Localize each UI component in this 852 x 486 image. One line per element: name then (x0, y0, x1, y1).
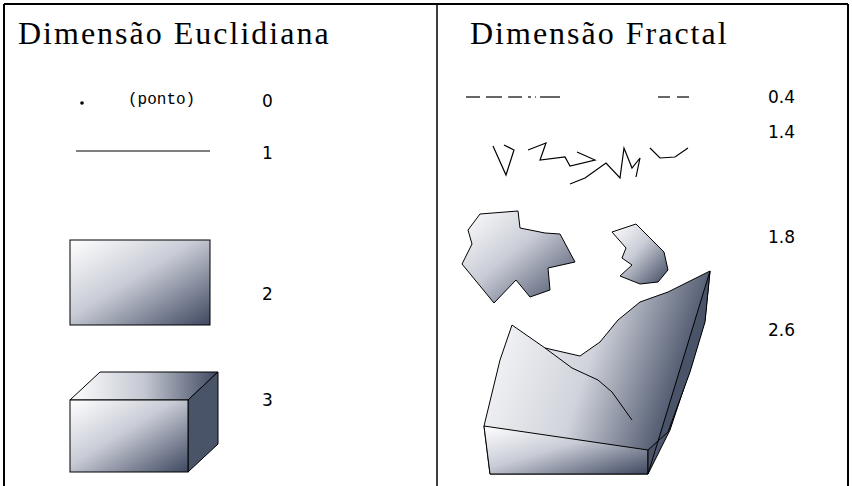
column-heading: Dimensão Euclidiana (18, 16, 331, 51)
dimension-value: 1.4 (768, 123, 795, 142)
frame-line (3, 4, 5, 486)
line-figure (76, 150, 210, 151)
dimension-value: 2.6 (768, 321, 795, 340)
divider-line (436, 4, 438, 486)
column-heading: Dimensão Fractal (470, 16, 729, 51)
dimension-value: 3 (262, 391, 273, 410)
dimension-value: 0.4 (768, 88, 795, 107)
zigzag-figure (493, 143, 688, 184)
dimension-value: 1.8 (768, 228, 795, 247)
cube-figure (70, 372, 218, 472)
dimension-value: 0 (262, 92, 273, 111)
dust-figure (466, 96, 689, 97)
frame-line (4, 3, 848, 5)
dimension-value: 1 (262, 144, 273, 163)
point-dot (80, 101, 84, 105)
area-figure (462, 211, 668, 303)
surface-figure (484, 271, 710, 474)
frame-line (847, 4, 849, 486)
figure-label: (ponto) (128, 92, 195, 110)
dimension-value: 2 (262, 285, 273, 304)
square-figure (70, 240, 210, 325)
